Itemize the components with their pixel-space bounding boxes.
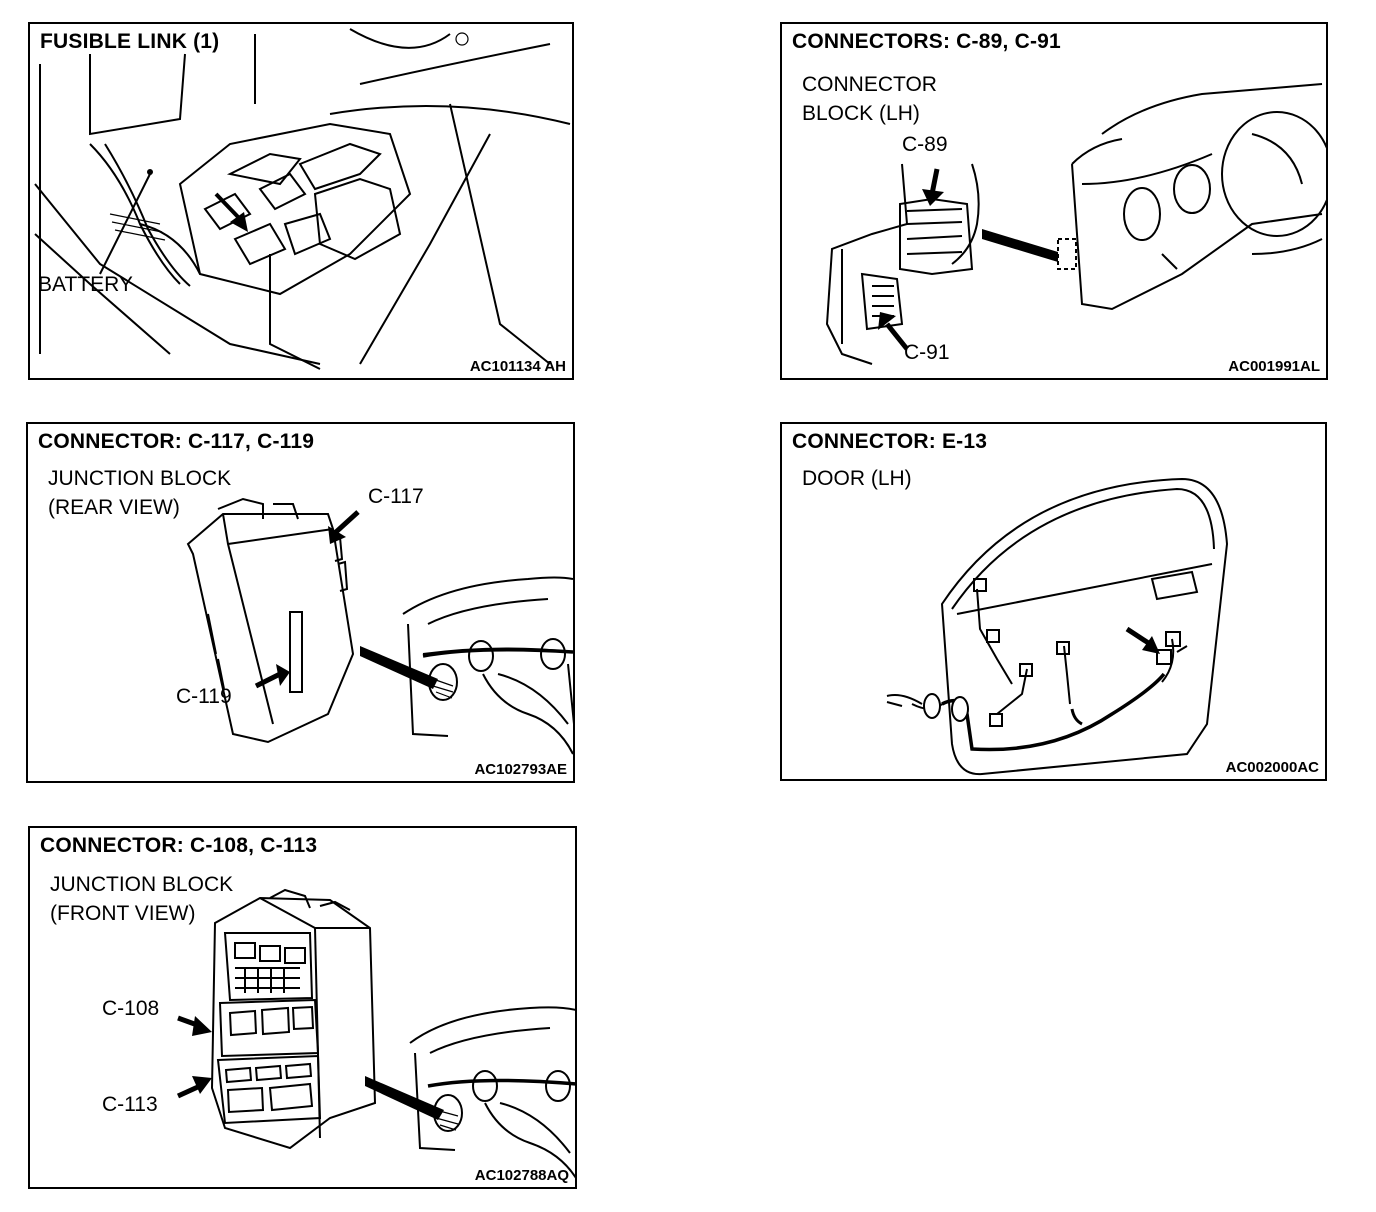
label-c113: C-113: [102, 1093, 158, 1116]
label-junction-block-line1: JUNCTION BLOCK: [48, 467, 232, 490]
panel-title: CONNECTOR: E-13: [792, 430, 988, 453]
label-c89: C-89: [902, 133, 948, 156]
engine-bay-illustration: [34, 28, 571, 370]
junction-block-rear-illustration: [186, 497, 573, 755]
label-battery: BATTERY: [38, 273, 133, 296]
panel-fusible-link: FUSIBLE LINK (1) BATTERY AC101134 AH: [28, 22, 574, 380]
label-junction-block: JUNCTION BLOCK (REAR VIEW): [48, 464, 231, 522]
figure-code: AC001991AL: [1228, 358, 1320, 375]
panel-connector-e13: CONNECTOR: E-13 DOOR (LH) AC002000AC: [780, 422, 1327, 781]
label-door-lh: DOOR (LH): [802, 467, 912, 490]
figure-code: AC102788AQ: [474, 1167, 569, 1184]
label-connector-block: CONNECTOR BLOCK (LH): [802, 70, 937, 128]
label-junction-block: JUNCTION BLOCK (FRONT VIEW): [50, 870, 233, 928]
dashboard-connector-illustration: [825, 83, 1326, 365]
label-c108: C-108: [102, 997, 160, 1020]
panel-connector-c117-c119: CONNECTOR: C-117, C-119 JUNCTION BLOCK (…: [26, 422, 575, 783]
label-c91: C-91: [904, 341, 950, 364]
junction-block-front-illustration: [176, 888, 575, 1179]
door-harness-illustration: [886, 477, 1229, 776]
figure-code: AC101134 AH: [469, 358, 566, 375]
panel-title: CONNECTORS: C-89, C-91: [792, 30, 1061, 53]
panel-title: CONNECTOR: C-117, C-119: [38, 430, 315, 453]
label-connector-block-line1: CONNECTOR: [802, 73, 937, 96]
panel-title: FUSIBLE LINK (1): [40, 30, 220, 53]
label-c119: C-119: [176, 685, 232, 708]
figure-code: AC102793AE: [474, 761, 567, 778]
label-junction-block-line1: JUNCTION BLOCK: [50, 873, 234, 896]
label-connector-block-line2: BLOCK (LH): [802, 102, 920, 125]
panel-title: CONNECTOR: C-108, C-113: [40, 834, 318, 857]
label-c117: C-117: [368, 485, 424, 508]
figure-code: AC002000AC: [1225, 759, 1319, 776]
panel-connectors-c89-c91: CONNECTORS: C-89, C-91 CONNECTOR BLOCK (…: [780, 22, 1328, 380]
label-junction-block-line2: (FRONT VIEW): [50, 902, 196, 925]
panel-connector-c108-c113: CONNECTOR: C-108, C-113 JUNCTION BLOCK (…: [28, 826, 577, 1189]
label-junction-block-line2: (REAR VIEW): [48, 496, 180, 519]
